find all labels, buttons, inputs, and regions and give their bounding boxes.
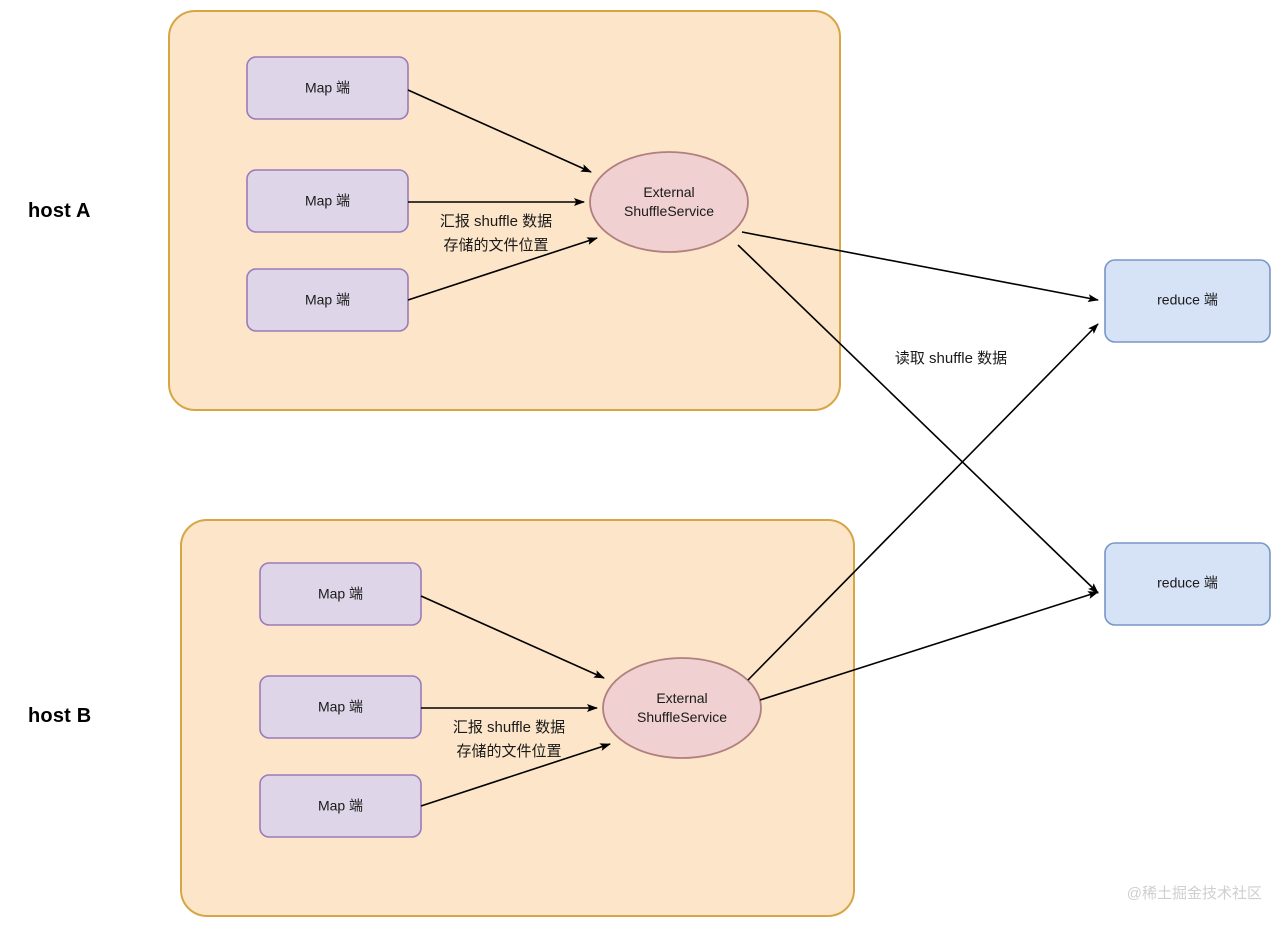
- edge-host-a-map3-to-service: [407, 237, 598, 301]
- host-a-map-node-1[interactable]: [246, 56, 409, 120]
- read-shuffle-label: 读取 shuffle 数据: [895, 350, 1007, 367]
- host-a-map-node-2-label: Map 端: [305, 193, 350, 209]
- host-b-map-node-2[interactable]: [259, 675, 422, 739]
- host-b-report-label-line1: 汇报 shuffle 数据: [453, 719, 565, 736]
- host-b-label: host B: [28, 705, 92, 727]
- reduce-node-top[interactable]: [1104, 259, 1271, 343]
- host-b-map-node-2-label: Map 端: [318, 699, 363, 715]
- reduce-node-bottom-label: reduce 端: [1157, 575, 1218, 591]
- edge-host-b-map3-to-service: [420, 743, 611, 807]
- watermark: @稀土掘金技术社区: [1126, 885, 1262, 902]
- host-a-map-node-2[interactable]: [246, 169, 409, 233]
- host-a-map-node-3-label: Map 端: [305, 292, 350, 308]
- host-a-shuffle-service[interactable]: [589, 151, 749, 253]
- host-a-report-label-line1: 汇报 shuffle 数据: [440, 213, 552, 230]
- edge-host-a-service-to-reduce-top: [741, 231, 1099, 303]
- edge-host-a-service-to-reduce-bottom: [737, 244, 1099, 594]
- host-a-shuffle-service-label-line2: ShuffleService: [624, 203, 714, 219]
- reduce-node-bottom[interactable]: [1104, 542, 1271, 626]
- host-b-map-node-1-label: Map 端: [318, 586, 363, 602]
- host-a-report-label-line2: 存储的文件位置: [443, 237, 548, 254]
- edge-host-a-map1-to-service: [407, 89, 592, 173]
- host-a-label: host A: [28, 200, 91, 222]
- host-b-shuffle-service-label-line1: External: [656, 690, 707, 706]
- edge-host-b-map1-to-service: [420, 595, 605, 679]
- host-a-map-node-1-label: Map 端: [305, 80, 350, 96]
- edge-host-b-service-to-reduce-top: [747, 323, 1099, 681]
- host-a-shuffle-service-label-line1: External: [643, 184, 694, 200]
- edge-host-b-service-to-reduce-bottom: [759, 591, 1099, 701]
- host-b-map-node-1[interactable]: [259, 562, 422, 626]
- host-b-report-label-line2: 存储的文件位置: [456, 743, 561, 760]
- host-b-map-node-3-label: Map 端: [318, 798, 363, 814]
- host-b-shuffle-service[interactable]: [602, 657, 762, 759]
- host-b-shuffle-service-label-line2: ShuffleService: [637, 709, 727, 725]
- reduce-node-top-label: reduce 端: [1157, 292, 1218, 308]
